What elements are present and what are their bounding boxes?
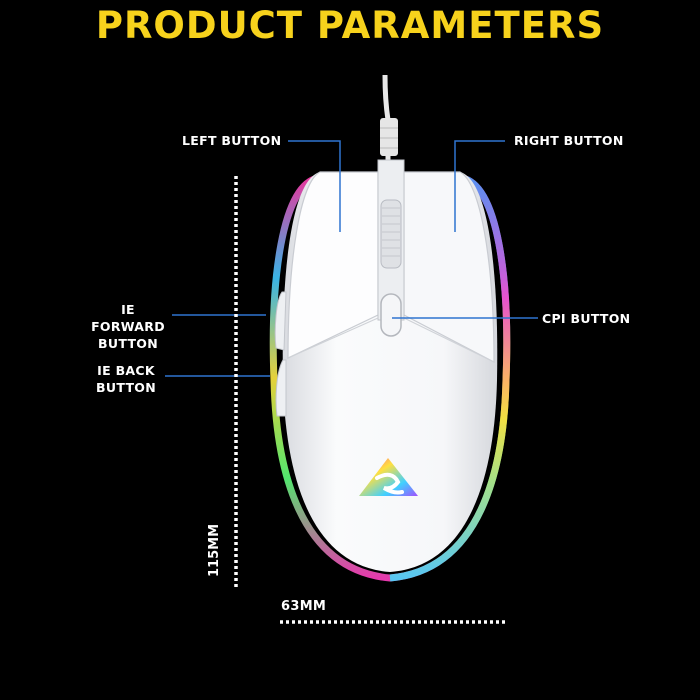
ie-forward-button-shape [274, 291, 287, 351]
cpi-button-label: CPI BUTTON [542, 311, 631, 326]
length-dimension: 115MM [207, 520, 236, 590]
left-button-label: LEFT BUTTON [182, 133, 282, 148]
page-title: PRODUCT PARAMETERS [95, 4, 605, 47]
ie-forward-button-label: IE FORWARD BUTTON [91, 302, 165, 351]
right-button-label: RIGHT BUTTON [514, 133, 624, 148]
cpi-button-shape [380, 293, 402, 337]
cable-strain-relief [380, 118, 398, 156]
ie-back-button-label: IE BACK BUTTON [96, 363, 156, 395]
brand-logo-icon [359, 458, 418, 496]
scroll-wheel [380, 199, 402, 269]
right-button-callout-line [454, 140, 505, 232]
width-dimension-label: 63MM [281, 599, 327, 614]
ie-back-button-shape [275, 359, 287, 417]
left-button-callout-line [288, 140, 341, 232]
length-dimension-label: 115MM [207, 523, 223, 578]
